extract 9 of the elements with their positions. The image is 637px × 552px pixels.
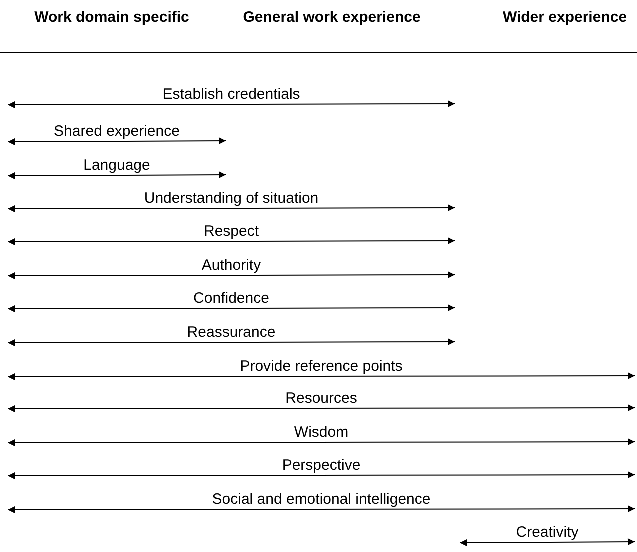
column-heading: Work domain specific: [34, 9, 190, 26]
range-label: Language: [82, 157, 152, 174]
range-label: Authority: [200, 257, 264, 274]
range-label: Provide reference points: [238, 358, 405, 375]
range-label: Social and emotional intelligence: [210, 491, 433, 508]
range-label: Shared experience: [52, 123, 182, 140]
column-heading: Wider experience: [502, 9, 628, 26]
range-label: Creativity: [514, 524, 581, 541]
column-heading: General work experience: [243, 9, 421, 26]
